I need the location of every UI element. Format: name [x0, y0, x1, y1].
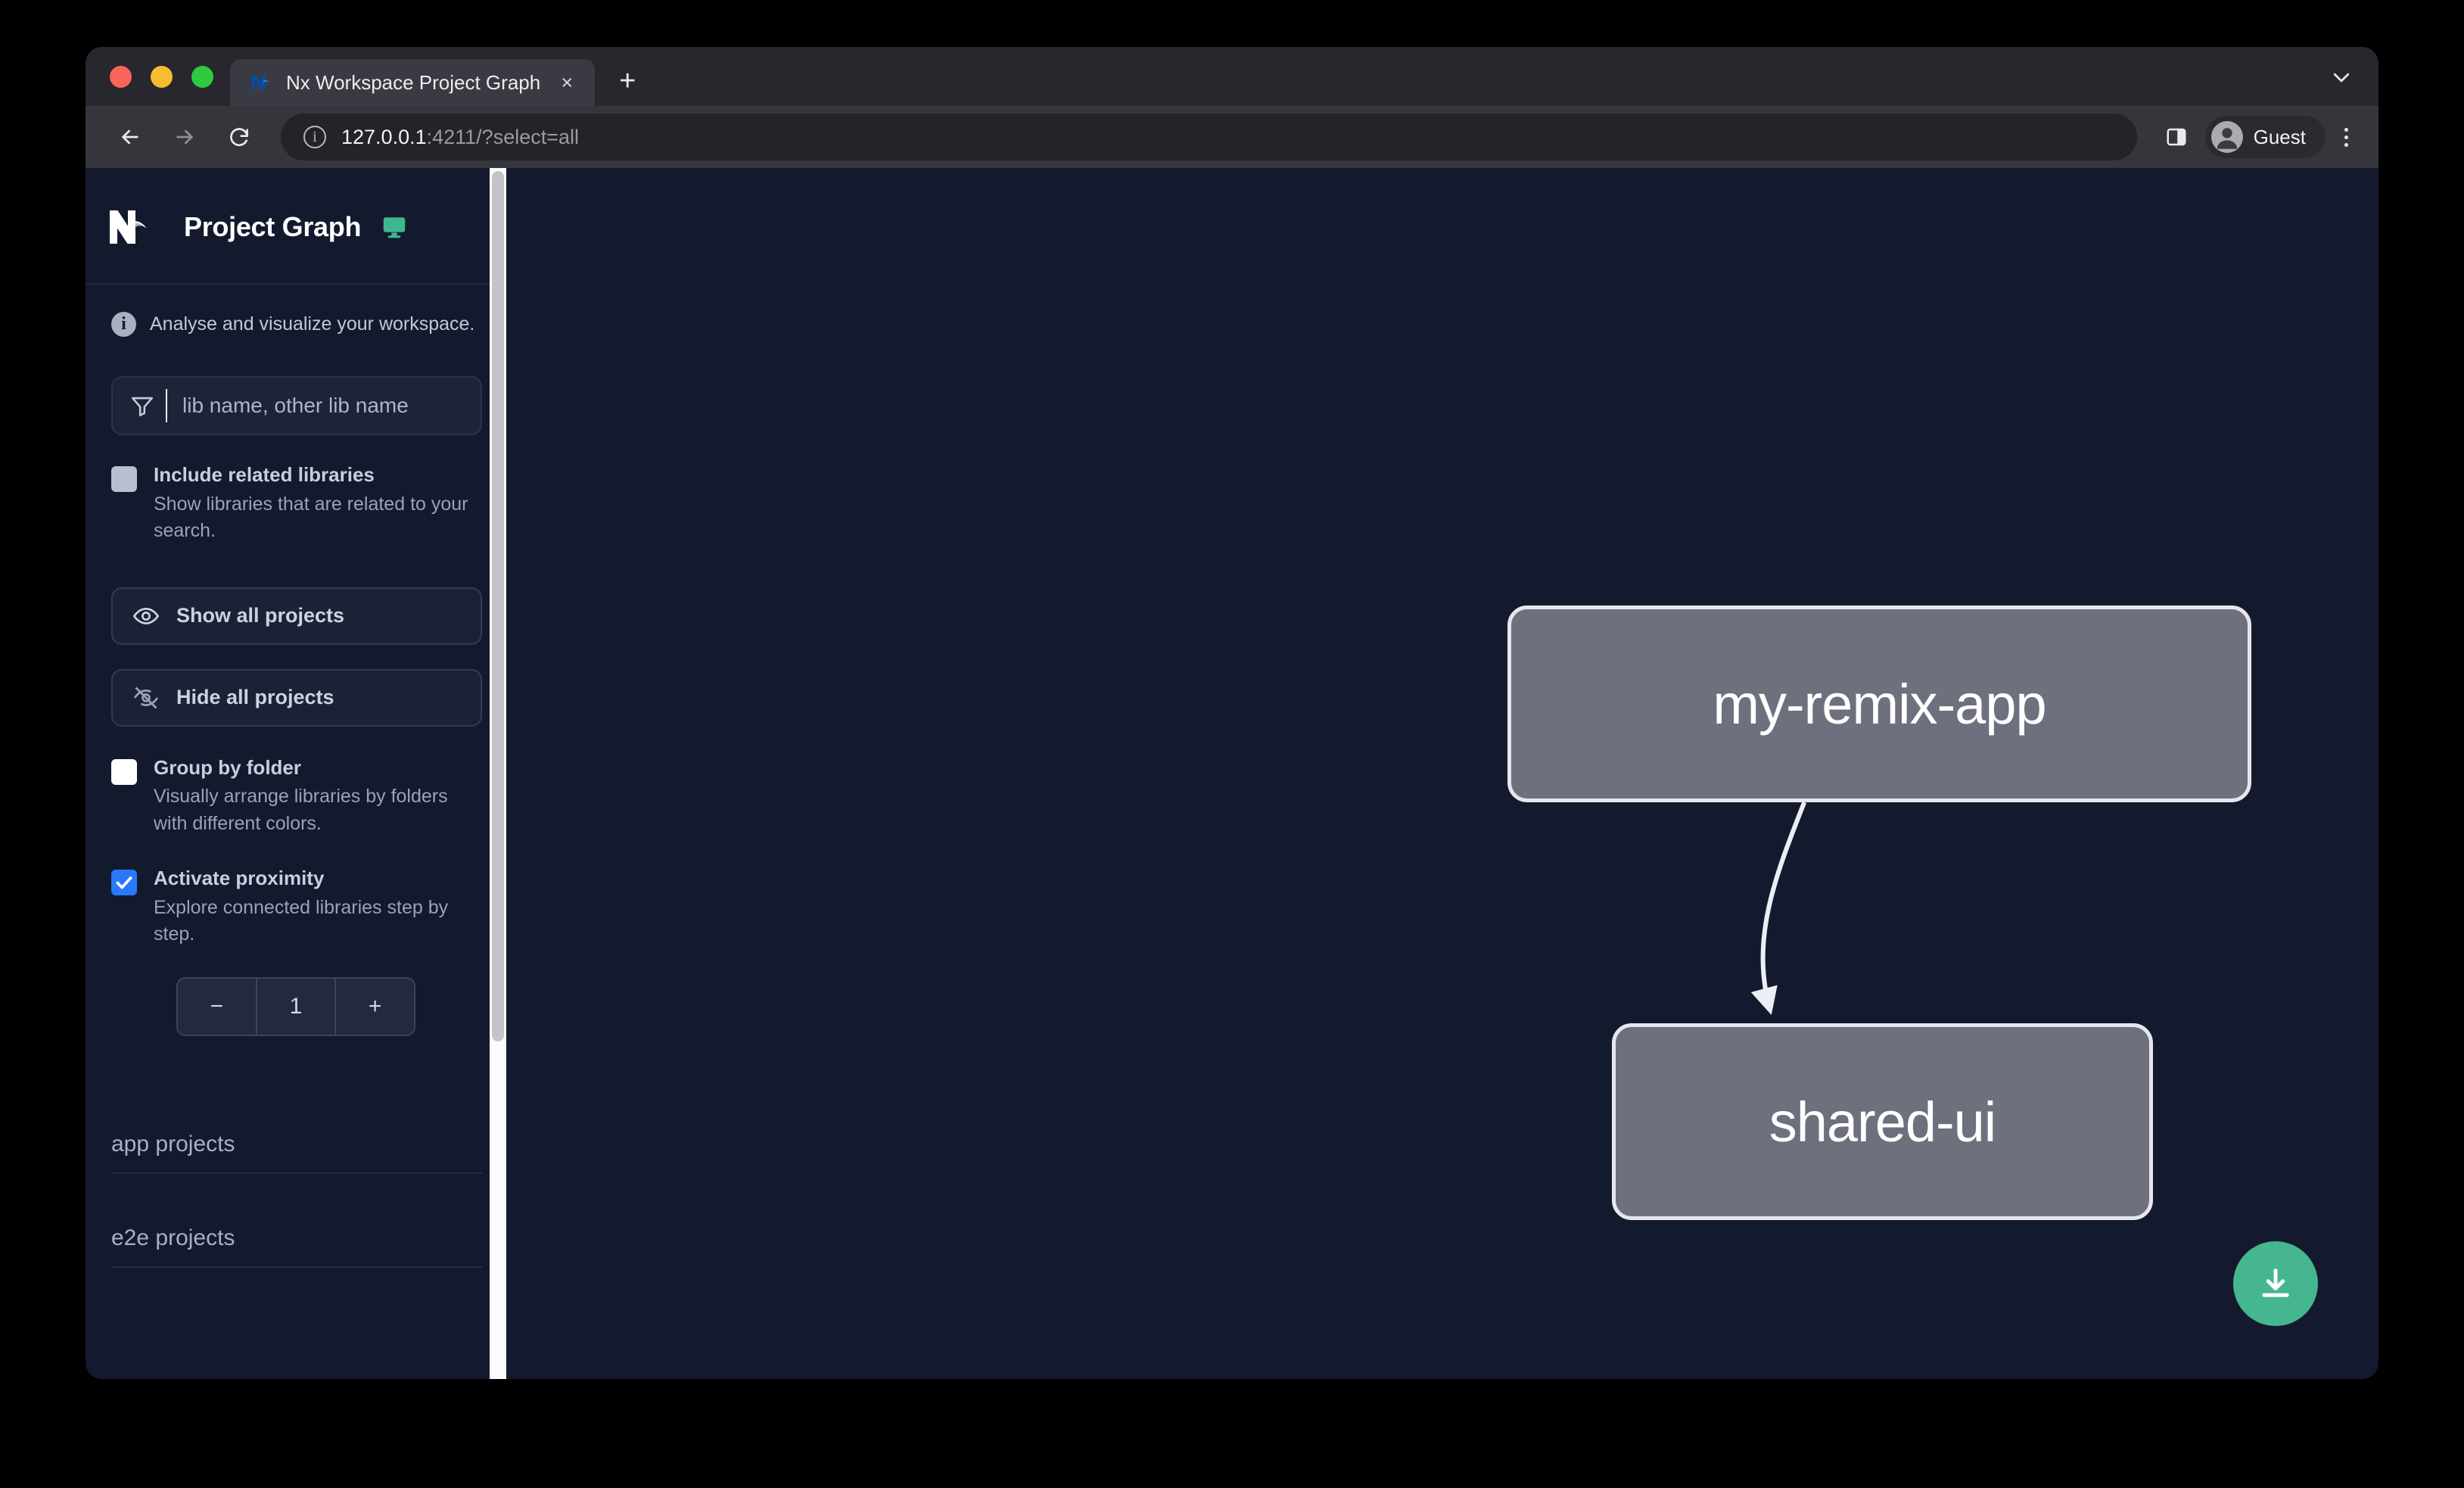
tab-strip: Nx Workspace Project Graph × +	[86, 47, 2378, 106]
profile-label: Guest	[2253, 125, 2306, 148]
show-all-projects-button[interactable]: Show all projects	[111, 587, 482, 645]
sidebar-subtitle-row: i Analyse and visualize your workspace.	[86, 285, 506, 337]
option-include-related-libraries[interactable]: Include related libraries Show libraries…	[86, 462, 506, 545]
sidebar-subtitle: Analyse and visualize your workspace.	[150, 313, 475, 335]
forward-icon[interactable]	[161, 114, 208, 160]
sidebar-scrollbar[interactable]	[490, 168, 506, 1379]
hide-all-projects-label: Hide all projects	[176, 686, 334, 708]
sidebar-scrollbar-thumb[interactable]	[492, 171, 504, 1041]
maximize-window-button[interactable]	[191, 65, 213, 88]
show-all-projects-label: Show all projects	[176, 604, 345, 627]
sidebar: Project Graph i Analyse and visualize yo…	[86, 168, 506, 1379]
url-host: 127.0.0.1	[341, 125, 427, 148]
tabstrip-right-group	[2330, 66, 2378, 106]
window-controls	[86, 47, 230, 106]
option-activate-proximity[interactable]: Activate proximity Explore connected lib…	[86, 866, 506, 948]
nx-favicon-icon	[250, 71, 272, 94]
stepper-value: 1	[257, 978, 337, 1035]
graph-node-label: my-remix-app	[1713, 672, 2046, 736]
proximity-stepper: − 1 +	[176, 976, 415, 1036]
chevron-down-icon[interactable]	[2330, 66, 2353, 94]
monitor-icon[interactable]	[381, 213, 408, 241]
option-label: Include related libraries	[154, 463, 375, 486]
info-icon: i	[111, 312, 136, 337]
download-icon	[2262, 1269, 2289, 1297]
profile-button[interactable]: Guest	[2204, 116, 2326, 158]
graph-node-my-remix-app[interactable]: my-remix-app	[1507, 605, 2251, 802]
stepper-decrement-button[interactable]: −	[178, 978, 257, 1035]
avatar	[2210, 121, 2243, 153]
close-window-button[interactable]	[110, 65, 132, 88]
tab-title: Nx Workspace Project Graph	[286, 70, 541, 94]
section-app-projects[interactable]: app projects	[111, 1109, 482, 1174]
browser-toolbar: i 127.0.0.1:4211/?select=all Guest	[86, 106, 2378, 168]
site-info-icon[interactable]: i	[303, 126, 326, 148]
graph-node-label: shared-ui	[1769, 1090, 1997, 1153]
project-sections: app projects e2e projects	[86, 1109, 506, 1268]
option-description: Visually arrange libraries by folders wi…	[154, 786, 448, 834]
download-graph-button[interactable]	[2233, 1241, 2318, 1326]
page-content: Project Graph i Analyse and visualize yo…	[86, 168, 2378, 1379]
reload-icon[interactable]	[216, 114, 263, 160]
funnel-icon	[129, 393, 155, 419]
search-placeholder: lib name, other lib name	[182, 394, 409, 417]
nx-logo-icon	[108, 207, 164, 247]
url-text: 127.0.0.1:4211/?select=all	[341, 126, 579, 149]
graph-node-shared-ui[interactable]: shared-ui	[1612, 1023, 2153, 1220]
edge-my-remix-app-to-shared-ui	[1750, 801, 1807, 1015]
option-description: Show libraries that are related to your …	[154, 493, 468, 542]
hide-all-projects-button[interactable]: Hide all projects	[111, 668, 482, 727]
kebab-menu-icon[interactable]	[2333, 127, 2359, 147]
page-title: Project Graph	[184, 211, 362, 242]
option-description: Explore connected libraries step by step…	[154, 896, 449, 945]
side-panel-icon[interactable]	[2155, 116, 2198, 158]
browser-window: Nx Workspace Project Graph × + i 127.0.0…	[86, 47, 2378, 1379]
option-label: Group by folder	[154, 755, 301, 779]
project-graph-canvas[interactable]: my-remix-app shared-ui	[506, 168, 2378, 1379]
back-icon[interactable]	[107, 114, 154, 160]
section-e2e-projects[interactable]: e2e projects	[111, 1203, 482, 1268]
close-tab-button[interactable]: ×	[561, 70, 574, 94]
checkbox-activate-proximity[interactable]	[111, 870, 137, 895]
new-tab-button[interactable]: +	[619, 64, 636, 97]
stepper-increment-button[interactable]: +	[336, 978, 414, 1035]
checkbox-include-related-libraries[interactable]	[111, 466, 137, 492]
checkbox-group-by-folder[interactable]	[111, 758, 137, 785]
text-caret	[166, 389, 167, 422]
url-path: :4211/?select=all	[426, 125, 580, 148]
minimize-window-button[interactable]	[151, 65, 173, 88]
sidebar-header: Project Graph	[86, 168, 506, 285]
address-bar[interactable]: i 127.0.0.1:4211/?select=all	[281, 114, 2137, 160]
eye-icon	[132, 607, 160, 624]
browser-tab[interactable]: Nx Workspace Project Graph ×	[230, 59, 596, 106]
check-icon	[116, 876, 132, 889]
option-group-by-folder[interactable]: Group by folder Visually arrange librari…	[86, 755, 506, 838]
eye-slash-icon	[133, 686, 159, 708]
option-label: Activate proximity	[154, 867, 325, 889]
search-input[interactable]: lib name, other lib name	[111, 376, 482, 435]
